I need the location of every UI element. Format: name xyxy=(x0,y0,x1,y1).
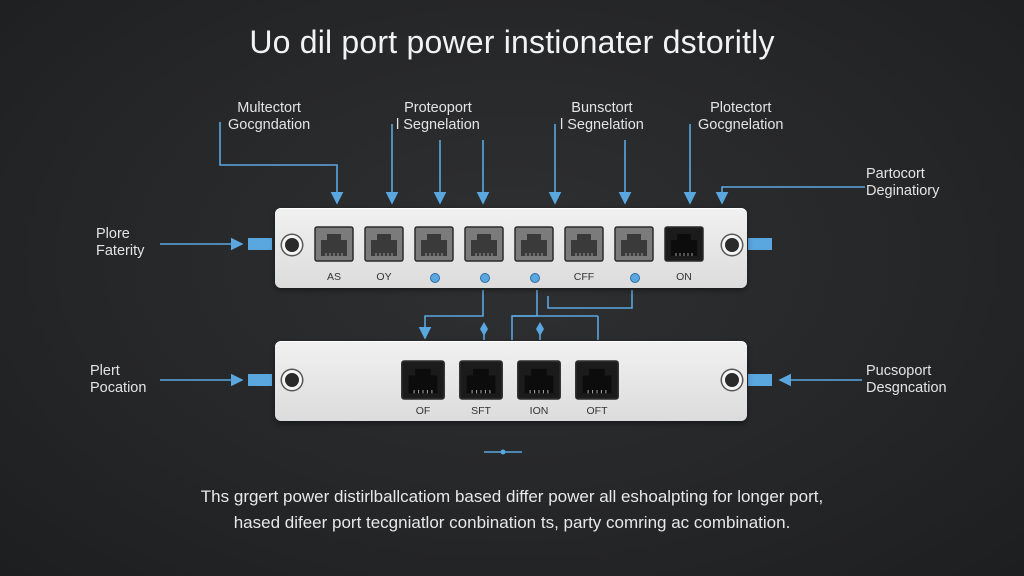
bottom-switch-panel xyxy=(275,341,747,421)
top-port-label-1: AS xyxy=(326,271,341,283)
top-port-led-3 xyxy=(430,273,440,283)
top-port-label-2: OY xyxy=(376,271,392,283)
diagram-caption: Ths grgert power distirlballcatiom based… xyxy=(0,484,1024,536)
top-port-8[interactable] xyxy=(664,226,704,267)
top-port-label-6: CFF xyxy=(573,271,595,283)
top-port-led-7 xyxy=(630,273,640,283)
mount-screw-right-top xyxy=(722,235,742,255)
diagram-title: Uo dil port power instionater dstoritly xyxy=(249,24,775,60)
bottom-port-1[interactable] xyxy=(400,360,446,405)
arrow-right-top xyxy=(715,186,865,205)
link-5 xyxy=(547,290,633,309)
caption-line-1: Ths grgert power distirlballcatiom based… xyxy=(200,487,824,506)
bottom-port-label-4: OFT xyxy=(586,405,608,417)
mount-screw-left-bottom xyxy=(282,370,302,390)
bottom-port-4[interactable] xyxy=(574,360,620,405)
top-port-6[interactable] xyxy=(564,226,604,267)
bottom-port-label-3: ION xyxy=(529,405,549,417)
top-port-led-5 xyxy=(530,273,540,283)
mount-screw-right-bottom xyxy=(722,370,742,390)
top-port-2[interactable] xyxy=(364,226,404,267)
top-port-4[interactable] xyxy=(464,226,504,267)
top-port-1[interactable] xyxy=(314,226,354,267)
cable-stub-right-top xyxy=(748,238,772,250)
link-3 xyxy=(511,290,538,340)
cable-stub-right-bottom xyxy=(748,374,772,386)
caption-line-2: hased difeer port tecgniatlor conbinatio… xyxy=(233,513,791,532)
bottom-port-3[interactable] xyxy=(516,360,562,405)
bottom-port-label-2: SFT xyxy=(471,405,491,417)
bottom-port-2[interactable] xyxy=(458,360,504,405)
top-port-5[interactable] xyxy=(514,226,554,267)
link-1 xyxy=(418,290,484,340)
top-port-7[interactable] xyxy=(614,226,654,267)
top-port-3[interactable] xyxy=(414,226,454,267)
bottom-port-label-1: OF xyxy=(415,405,431,417)
cable-stub-left-bottom xyxy=(248,374,272,386)
cable-stub-left-top xyxy=(248,238,272,250)
mount-screw-left-top xyxy=(282,235,302,255)
top-port-label-8: ON xyxy=(676,271,692,283)
top-port-led-4 xyxy=(480,273,490,283)
arrow-top-1 xyxy=(219,122,344,205)
